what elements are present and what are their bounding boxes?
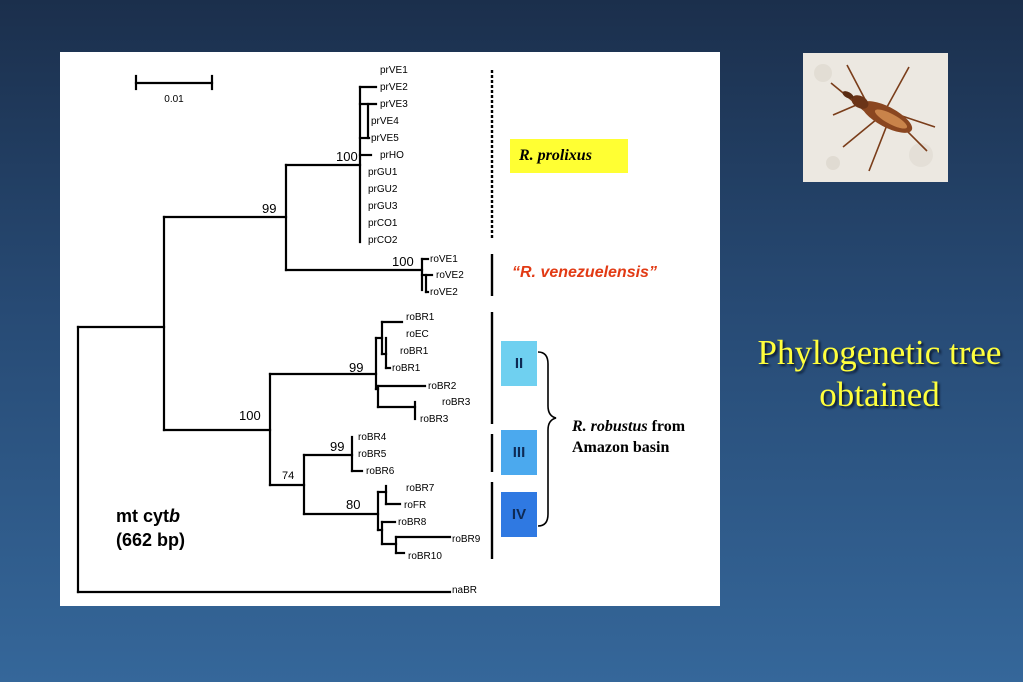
marker-label: mt cytb (662 bp) (116, 504, 185, 552)
leaf-label: roBR3 (442, 397, 471, 408)
insect-image (803, 53, 948, 182)
leaf-label: roBR1 (406, 312, 435, 323)
leaf-label: prHO (380, 150, 404, 161)
insect-photo (803, 53, 948, 182)
leaf-label: prVE5 (371, 133, 399, 144)
marker-gene-suffix: b (169, 506, 181, 526)
scale-bar: 0.01 (134, 74, 214, 105)
phylogenetic-tree-panel: 0.01 (60, 52, 720, 606)
bootstrap-robustus-iv: 80 (346, 497, 360, 512)
leaf-label: prVE3 (380, 99, 408, 110)
leaf-label: prVE4 (371, 116, 399, 127)
clade-label-robustus: R. robustus from Amazon basin (572, 416, 722, 458)
bootstrap-prolixus: 100 (336, 149, 358, 164)
bootstrap-values: 100 99 100 99 100 99 74 80 (239, 149, 414, 512)
group-box-iii: III (501, 430, 537, 475)
leaf-label: prVE2 (380, 82, 408, 93)
clade-bars (490, 70, 557, 559)
bootstrap-robustus-iii-iv: 74 (282, 470, 294, 482)
leaf-label: roBR7 (406, 483, 435, 494)
leaf-label: roBR5 (358, 449, 387, 460)
leaf-label-outgroup: naBR (452, 585, 477, 596)
leaf-labels: prVE1 prVE2 prVE3 prVE4 prVE5 prHO prGU1… (358, 65, 481, 596)
leaf-label: roBR10 (408, 551, 442, 562)
bootstrap-root-ingroup: 99 (262, 201, 276, 216)
scale-bar-label: 0.01 (164, 94, 184, 105)
clade-label-prolixus: R. prolixus (510, 139, 628, 173)
leaf-label: roBR9 (452, 534, 481, 545)
leaf-label: roFR (404, 500, 426, 511)
robustus-brace (537, 351, 557, 527)
leaf-label: roBR1 (400, 346, 429, 357)
leaf-label: roBR6 (366, 466, 395, 477)
leaf-label: roEC (406, 329, 429, 340)
leaf-label: roVE1 (430, 254, 458, 265)
bootstrap-venezuelensis: 100 (392, 254, 414, 269)
leaf-label: roBR3 (420, 414, 449, 425)
leaf-label: prGU2 (368, 184, 398, 195)
leaf-label: roBR2 (428, 381, 457, 392)
leaf-label: roBR4 (358, 432, 387, 443)
slide-title: Phylogenetic tree obtained (757, 333, 1002, 414)
leaf-label: roVE2 (430, 287, 458, 298)
bootstrap-robustus-all: 100 (239, 408, 261, 423)
leaf-label: roBR8 (398, 517, 427, 528)
leaf-label: prGU3 (368, 201, 398, 212)
marker-length: (662 bp) (116, 530, 186, 550)
robustus-species-name: R. robustus (572, 418, 648, 435)
leaf-label: roBR1 (392, 363, 421, 374)
tree-diagram: 0.01 (76, 65, 557, 596)
robustus-from-text: from (647, 418, 686, 435)
group-box-ii: II (501, 341, 537, 386)
leaf-label: roVE2 (436, 270, 464, 281)
robustus-region-text: Amazon basin (572, 439, 670, 456)
leaf-label: prCO2 (368, 235, 398, 246)
marker-gene-prefix: mt cyt (116, 506, 170, 526)
tree-branches (76, 85, 452, 594)
group-box-iv: IV (501, 492, 537, 537)
clade-label-venezuelensis: “R. venezuelensis” (512, 264, 657, 281)
leaf-label: prCO1 (368, 218, 398, 229)
leaf-label: prGU1 (368, 167, 398, 178)
bootstrap-robustus-ii: 99 (349, 360, 363, 375)
leaf-label: prVE1 (380, 65, 408, 76)
bootstrap-robustus-iii: 99 (330, 439, 344, 454)
